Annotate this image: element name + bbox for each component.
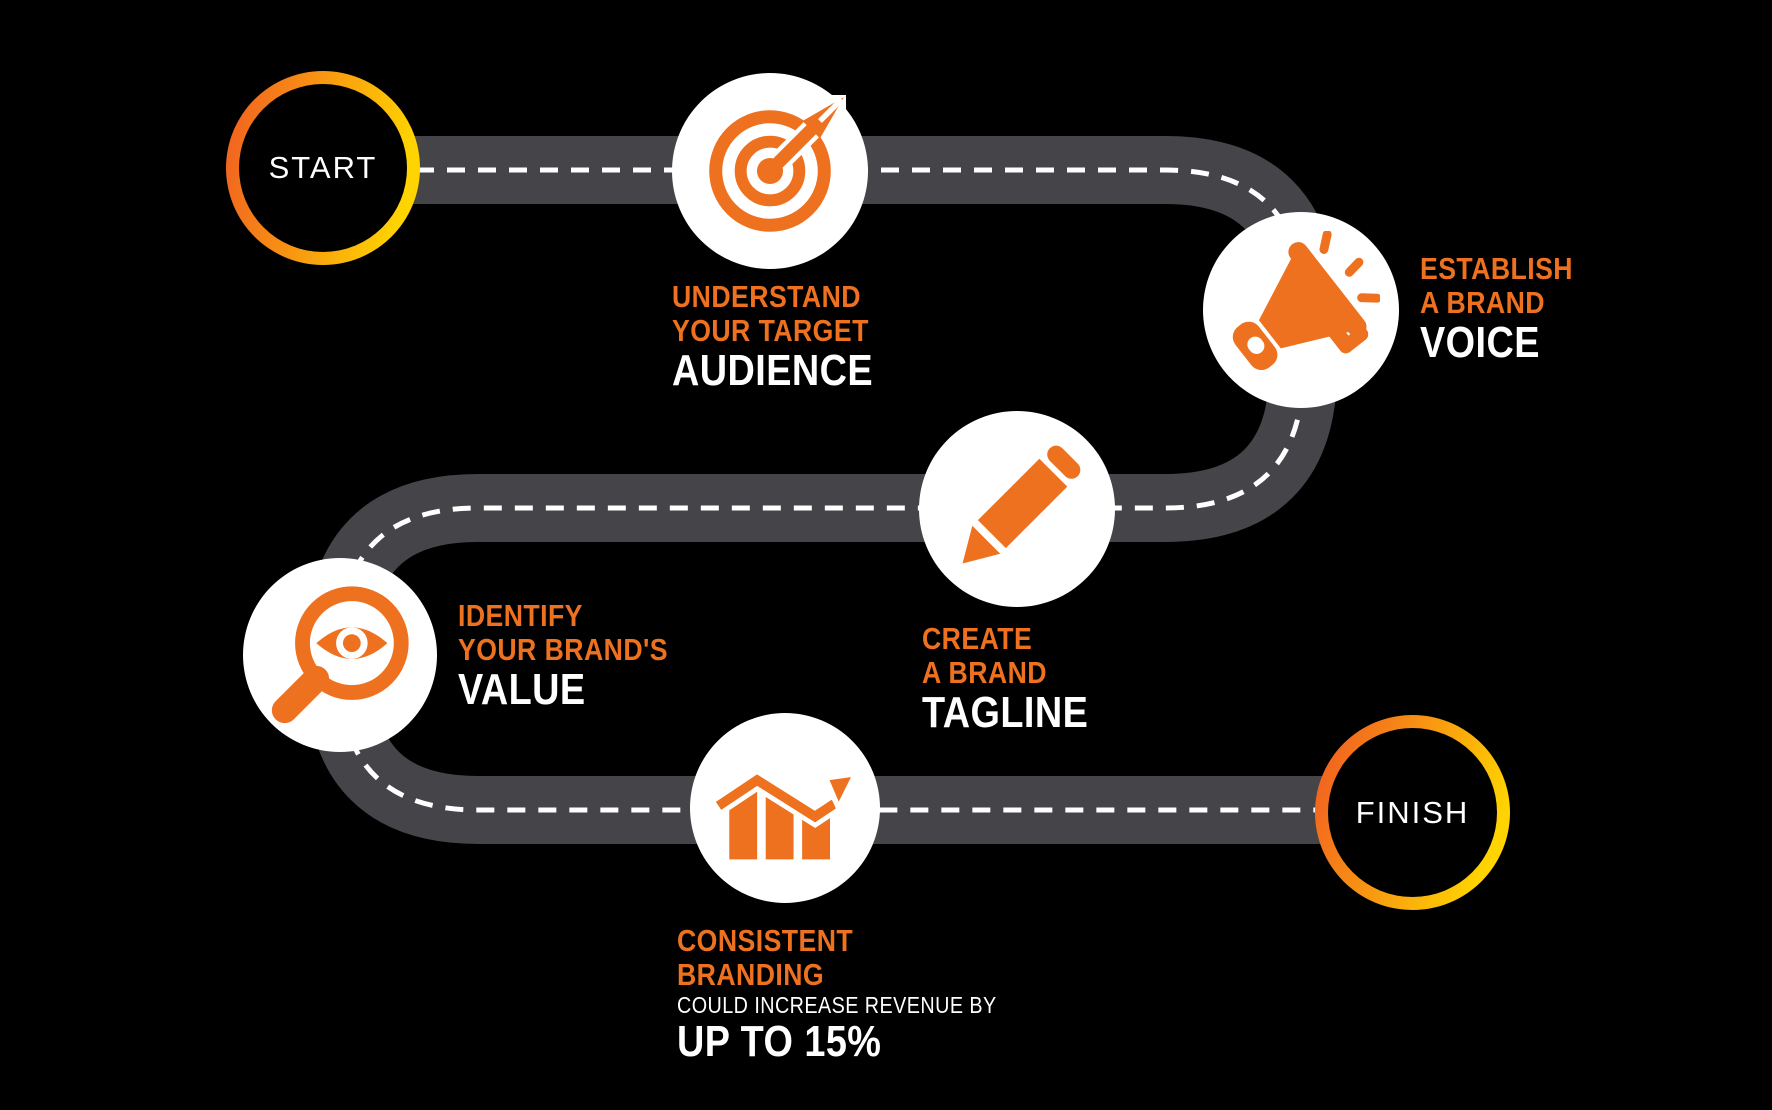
magnifier-eye-icon <box>271 586 409 724</box>
voice-accent-line-1: ESTABLISH <box>1420 251 1573 286</box>
finish-badge: FINISH <box>1315 715 1510 910</box>
value-step-node <box>243 558 437 752</box>
bar-chart-arrow-icon <box>713 768 860 860</box>
start-badge-inner: START <box>239 84 407 252</box>
voice-step-node <box>1203 212 1399 408</box>
pencil-icon <box>962 445 1081 564</box>
finish-badge-inner: FINISH <box>1328 728 1497 897</box>
branding-step-label: CONSISTENT BRANDING COULD INCREASE REVEN… <box>677 924 997 1065</box>
tagline-accent-line-1: CREATE <box>922 621 1033 656</box>
audience-emphasis-line: AUDIENCE <box>672 346 874 395</box>
audience-accent-line-1: UNDERSTAND <box>672 279 861 314</box>
audience-step-label: UNDERSTAND YOUR TARGET AUDIENCE <box>672 280 873 394</box>
voice-emphasis-line: VOICE <box>1420 318 1540 367</box>
tagline-accent-line-2: A BRAND <box>922 655 1047 690</box>
audience-step-node <box>672 73 868 269</box>
target-dart-icon <box>709 95 846 232</box>
branding-step-node <box>690 713 880 903</box>
value-step-label: IDENTIFY YOUR BRAND'S VALUE <box>458 599 668 713</box>
value-accent-line-2: YOUR BRAND'S <box>458 632 668 667</box>
voice-step-label: ESTABLISH A BRAND VOICE <box>1420 252 1573 366</box>
start-badge: START <box>226 71 420 265</box>
audience-accent-line-2: YOUR TARGET <box>672 313 869 348</box>
megaphone-icon <box>1232 231 1380 371</box>
branding-small-line: COULD INCREASE REVENUE BY <box>677 992 997 1018</box>
tagline-step-node <box>919 411 1115 607</box>
branding-accent-line-2: BRANDING <box>677 957 825 992</box>
branding-emphasis-line: UP TO 15% <box>677 1017 882 1066</box>
voice-accent-line-2: A BRAND <box>1420 285 1545 320</box>
value-accent-line-1: IDENTIFY <box>458 598 583 633</box>
start-label: START <box>268 150 378 185</box>
tagline-emphasis-line: TAGLINE <box>922 688 1089 737</box>
branding-accent-line-1: CONSISTENT <box>677 923 854 958</box>
finish-label: FINISH <box>1355 794 1470 830</box>
value-emphasis-line: VALUE <box>458 665 586 714</box>
tagline-step-label: CREATE A BRAND TAGLINE <box>922 622 1088 736</box>
